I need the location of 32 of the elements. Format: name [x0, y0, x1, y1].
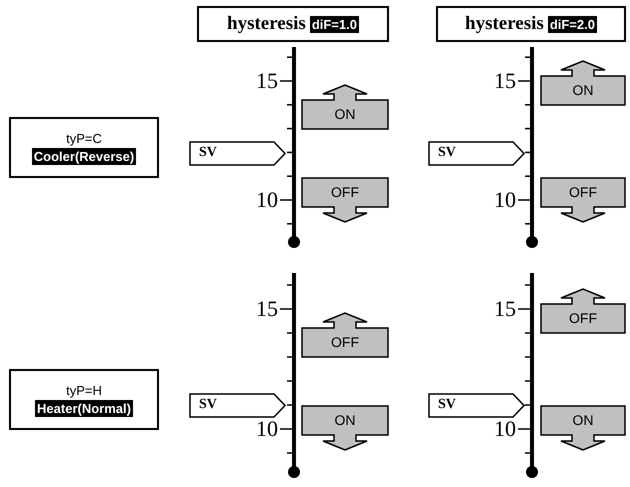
scale-number: 15 — [256, 298, 278, 320]
up-arrow-block: OFF — [301, 312, 389, 358]
mode-tag: Heater(Normal) — [35, 400, 133, 416]
parameter-tag: diF=2.0 — [548, 16, 597, 32]
heading-text: hysteresis — [227, 13, 306, 35]
header-box — [436, 6, 626, 42]
down-arrow-block: OFF — [301, 177, 389, 223]
heading-text: hysteresis — [465, 13, 544, 35]
scale-number: 10 — [256, 189, 278, 211]
pointer-tag: SV — [189, 393, 286, 418]
mode-box — [9, 117, 159, 178]
scale-number: 10 — [494, 189, 516, 211]
scale-number: 15 — [494, 70, 516, 92]
up-arrow-block: OFF — [540, 288, 626, 334]
scale-number: 15 — [494, 298, 516, 320]
header-box — [197, 6, 389, 42]
up-arrow-block: ON — [301, 84, 389, 130]
down-arrow-block: OFF — [540, 177, 626, 223]
parameter-tag: diF=1.0 — [310, 16, 359, 32]
scale-number: 10 — [494, 418, 516, 440]
pointer-tag: SV — [428, 141, 525, 166]
mode-tag: Cooler(Reverse) — [32, 148, 136, 164]
up-arrow-block: ON — [540, 60, 626, 106]
mode-box — [9, 369, 159, 430]
down-arrow-block: ON — [301, 405, 389, 451]
scale-number: 15 — [256, 70, 278, 92]
type-code: tyP=C — [66, 130, 102, 146]
scale-number: 10 — [256, 418, 278, 440]
type-code: tyP=H — [66, 382, 102, 398]
pointer-tag: SV — [428, 393, 525, 418]
pointer-tag: SV — [189, 141, 286, 166]
down-arrow-block: ON — [540, 405, 626, 451]
